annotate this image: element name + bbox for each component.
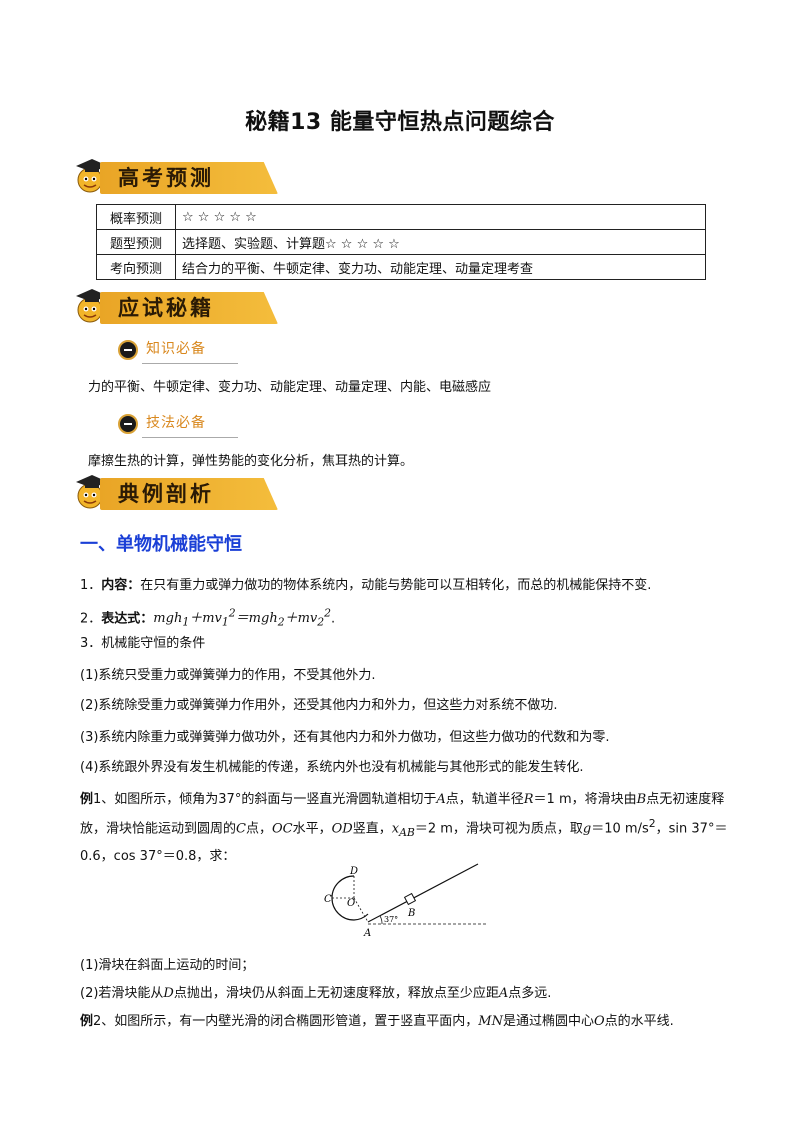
- example-2: 例2、如图所示，有一内壁光滑的闭合椭圆形管道，置于竖直平面内，MN是通过椭圆中心…: [80, 1014, 674, 1029]
- condition-1: (1)系统只受重力或弹簧弹力的作用，不受其他外力.: [80, 668, 376, 683]
- item-label: 内容：: [101, 578, 141, 593]
- label-d: D: [349, 866, 358, 877]
- subhead-underline: [142, 437, 238, 438]
- table-row: 题型预测 选择题、实验题、计算题☆ ☆ ☆ ☆ ☆: [96, 229, 706, 255]
- label-a: A: [363, 928, 371, 939]
- bullet-icon: [118, 414, 138, 434]
- subhead-label: 知识必备: [146, 341, 206, 357]
- example-label: 例: [80, 1014, 94, 1029]
- example-label: 例: [80, 792, 94, 807]
- banner-bar: [100, 162, 278, 194]
- banner-bar: [100, 292, 278, 324]
- banner-gaokao: 高考预测: [70, 158, 278, 198]
- condition-2: (2)系统除受重力或弹簧弹力作用外，还受其他内力和外力，但这些力对系统不做功.: [80, 698, 558, 713]
- label-angle: 37°: [384, 915, 398, 924]
- banner-dianli: 典例剖析: [70, 474, 278, 514]
- subhead-label: 技法必备: [146, 415, 206, 431]
- table-cell-label: 概率预测: [96, 204, 176, 230]
- page-title: 秘籍13 能量守恒热点问题综合: [245, 110, 555, 135]
- slider-block: [403, 892, 417, 906]
- question-1: (1)滑块在斜面上运动的时间；: [80, 958, 255, 973]
- table-row: 考向预测 结合力的平衡、牛顿定律、变力功、动能定理、动量定理考查: [96, 254, 706, 280]
- item-text: 在只有重力或弹力做功的物体系统内，动能与势能可以互相转化，而总的机械能保持不变.: [140, 578, 652, 593]
- item-content: 1．内容：在只有重力或弹力做功的物体系统内，动能与势能可以互相转化，而总的机械能…: [80, 576, 740, 596]
- circle-track-lower: [353, 913, 369, 921]
- prediction-table: 概率预测 ☆ ☆ ☆ ☆ ☆ 题型预测 选择题、实验题、计算题☆ ☆ ☆ ☆ ☆…: [96, 204, 706, 280]
- mascot-icon: [76, 475, 109, 509]
- section-heading: 一、单物机械能守恒: [80, 534, 242, 555]
- banner-bar: [100, 478, 278, 510]
- condition-4: (4)系统跟外界没有发生机械能的传递，系统内外也没有机械能与其他形式的能发生转化…: [80, 760, 584, 775]
- item-expression: 2．表达式：mgh1＋mv12＝mgh2＋mv22.: [80, 607, 336, 629]
- label-c: C: [324, 894, 332, 905]
- banner-yingshi: 应试秘籍: [70, 288, 278, 328]
- item-conditions-title: 3．机械能守恒的条件: [80, 636, 206, 651]
- angle-arc: [379, 915, 383, 925]
- table-row: 概率预测 ☆ ☆ ☆ ☆ ☆: [96, 204, 706, 230]
- example-intro: 1、如图所示，倾角为37°的斜面与一竖直光滑圆轨道相切于: [93, 792, 437, 807]
- banner-label: 应试秘籍: [118, 296, 214, 320]
- condition-3: (3)系统内除重力或弹簧弹力做功外，还有其他内力和外力做功，但这些力做功的代数和…: [80, 730, 610, 745]
- item-number: 1．: [80, 578, 102, 593]
- mascot-icon: [76, 289, 109, 323]
- table-cell-label: 题型预测: [96, 229, 176, 255]
- table-cell-label: 考向预测: [96, 254, 176, 280]
- oa-line: [353, 897, 369, 923]
- table-cell-value: 选择题、实验题、计算题☆ ☆ ☆ ☆ ☆: [175, 229, 706, 255]
- subhead-zhishi: 知识必备: [118, 336, 238, 364]
- question-2: (2)若滑块能从D点抛出，滑块仍从斜面上无初速度释放，释放点至少应距A点多远.: [80, 986, 552, 1001]
- subhead-jifa: 技法必备: [118, 410, 238, 438]
- formula: mgh1＋mv12＝mgh2＋mv22: [153, 607, 332, 629]
- banner-label: 典例剖析: [118, 482, 214, 506]
- subhead-underline: [142, 363, 238, 364]
- example-1: 例1、如图所示，倾角为37°的斜面与一竖直光滑圆轨道相切于A点，轨道半径R＝1 …: [80, 792, 728, 864]
- item-number: 2．: [80, 611, 102, 627]
- bullet-icon: [118, 340, 138, 360]
- item-label: 表达式：: [101, 611, 154, 627]
- banner-label: 高考预测: [118, 166, 214, 190]
- label-b: B: [407, 908, 415, 919]
- table-cell-value: 结合力的平衡、牛顿定律、变力功、动能定理、动量定理考查: [175, 254, 706, 280]
- incline-line: [367, 863, 479, 923]
- table-cell-value: ☆ ☆ ☆ ☆ ☆: [175, 204, 706, 230]
- incline-circle-figure: D C O B A 37°: [324, 863, 486, 939]
- label-o: O: [347, 898, 355, 909]
- zhishi-text: 力的平衡、牛顿定律、变力功、动能定理、动量定理、内能、电磁感应: [88, 380, 492, 395]
- jifa-text: 摩擦生热的计算，弹性势能的变化分析，焦耳热的计算。: [88, 454, 414, 469]
